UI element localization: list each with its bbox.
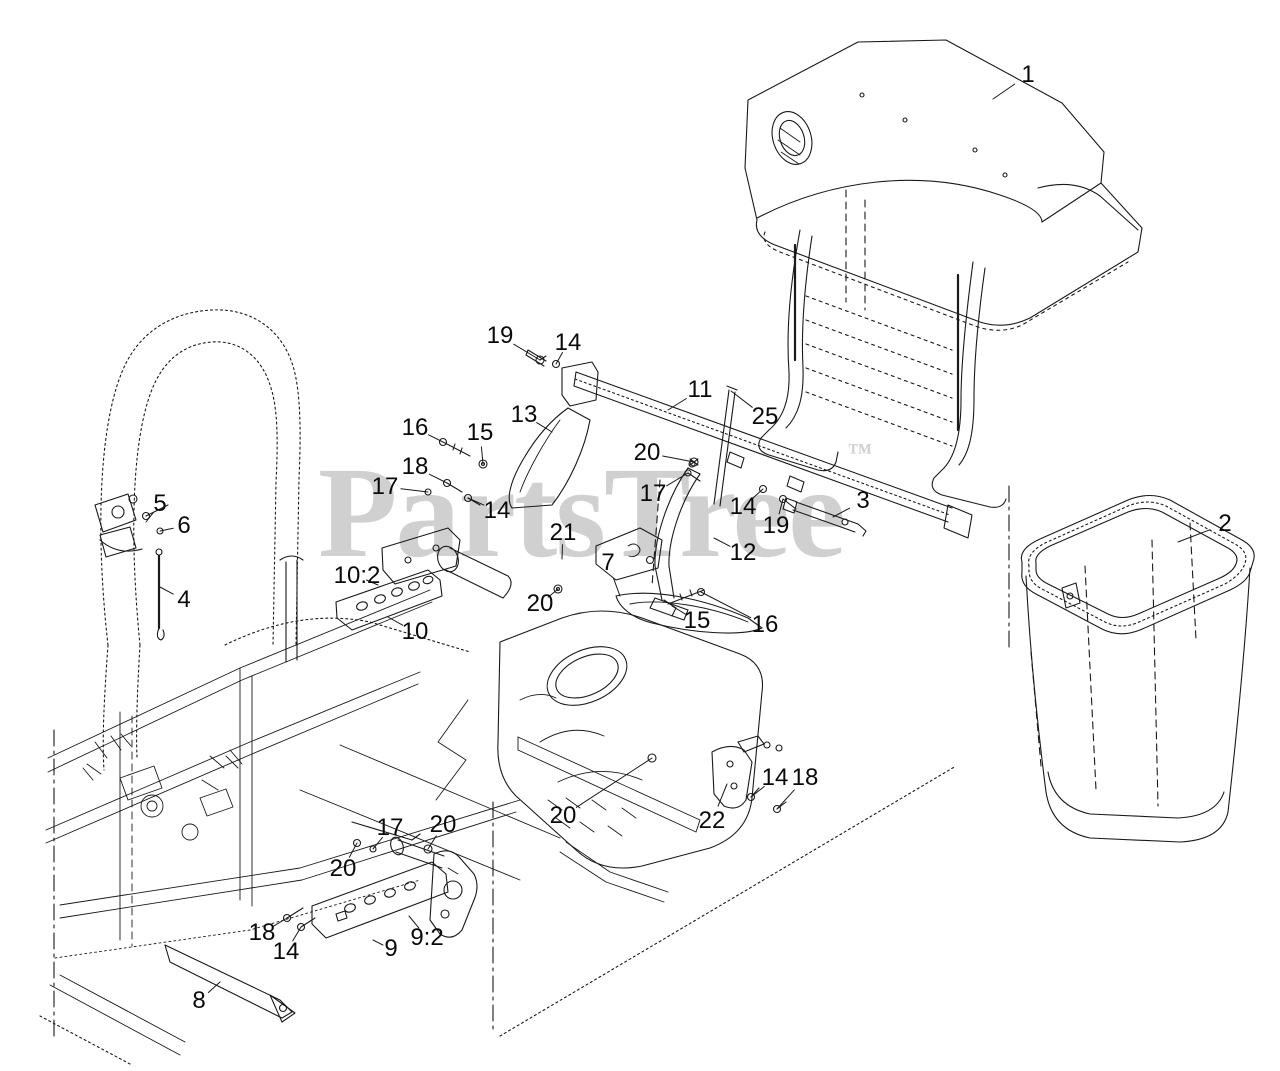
leader-line (778, 498, 784, 515)
watermark-text: PartsTree (318, 441, 846, 585)
rops-rollbar-drawing (94, 309, 301, 771)
leader-line (662, 455, 695, 463)
leader-line (730, 390, 753, 408)
leader-line (428, 473, 448, 484)
leader-line (666, 472, 689, 487)
leader-line (408, 915, 420, 929)
leader-line (272, 917, 288, 927)
trademark-symbol: ™ (847, 439, 872, 466)
break-lines (39, 729, 957, 1065)
leader-line (612, 577, 621, 597)
leader-line (372, 837, 383, 850)
leader-line (467, 497, 485, 506)
catcher-bucket-drawing (1008, 485, 1255, 843)
leader-line (207, 981, 221, 993)
leader-line (751, 488, 764, 500)
leader-line (555, 351, 564, 365)
leader-line (671, 605, 687, 615)
leader-line (513, 343, 541, 361)
mower-chassis-drawing (45, 555, 764, 1056)
leader-line (547, 588, 559, 598)
leader-line (992, 83, 1016, 100)
leader-line (480, 446, 484, 465)
leader-line (365, 579, 379, 586)
leader-line (776, 789, 795, 810)
leader-line (713, 537, 731, 547)
leader-line (575, 757, 653, 808)
leader-line (145, 511, 155, 523)
leader-line (387, 616, 404, 626)
leader-lines (145, 83, 1211, 993)
leader-line (536, 422, 553, 433)
leader-line (1177, 529, 1211, 543)
leader-line (717, 783, 728, 807)
leader-line (750, 786, 765, 798)
leader-line (832, 507, 850, 518)
leader-line (159, 586, 174, 595)
leader-line (667, 398, 687, 411)
leader-line (159, 527, 174, 532)
leader-line (561, 544, 563, 560)
leader-line (372, 939, 384, 946)
leader-line (700, 591, 752, 619)
bagger-hopper-drawing (744, 39, 1143, 508)
leader-line (292, 926, 302, 942)
leader-line (428, 434, 446, 444)
bagger-mount-parts-drawing (164, 349, 973, 1023)
leader-line (427, 835, 437, 850)
leader-line (348, 842, 358, 858)
leader-line (400, 488, 429, 493)
